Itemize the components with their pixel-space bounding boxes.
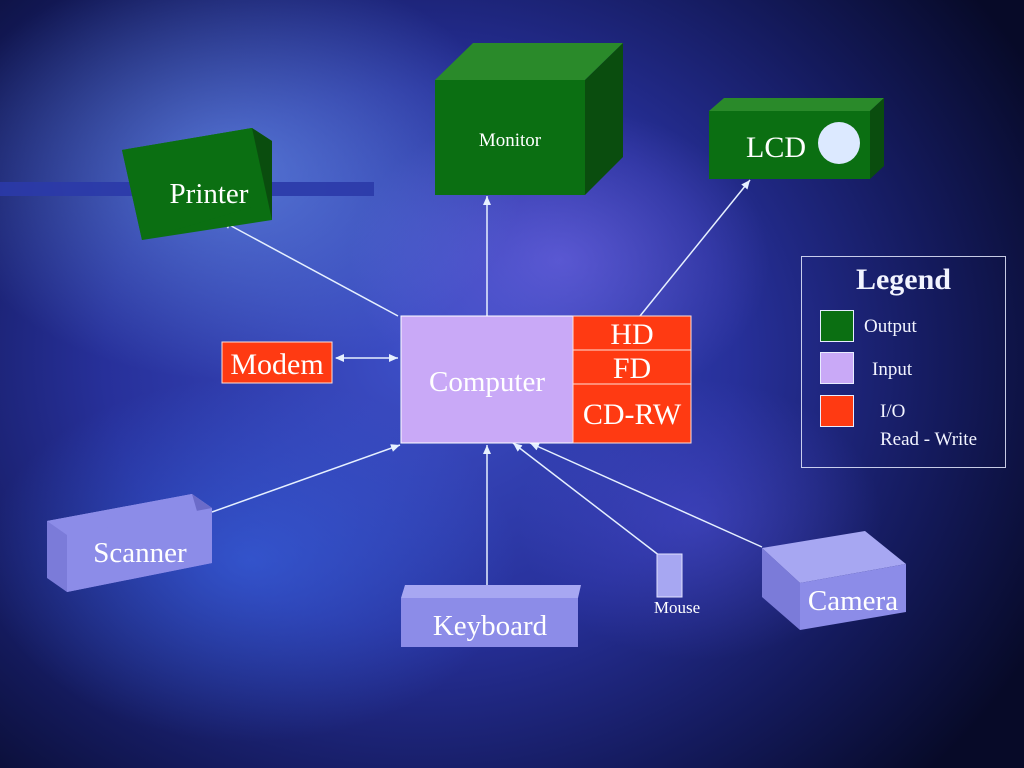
cdrw-label: CD-RW	[583, 398, 682, 431]
arrow-camera-to-computer	[529, 442, 763, 548]
legend-output-swatch	[820, 310, 854, 342]
legend-io-readwrite-label: Read - Write	[880, 429, 978, 450]
arrow-scanner-to-computer	[211, 444, 401, 513]
hd-label: HD	[610, 318, 653, 351]
scanner-box: Scanner	[47, 494, 212, 592]
monitor-label: Monitor	[479, 130, 542, 151]
camera-box: Camera	[762, 531, 906, 630]
fd-drive: FD	[572, 349, 692, 385]
arrow-mouse-to-computer	[512, 442, 661, 557]
lcd-label: LCD	[746, 131, 806, 164]
arrow-computer-to-printer	[221, 220, 399, 317]
printer-box: Printer	[122, 128, 272, 240]
modem-label: Modem	[230, 348, 323, 381]
computer-box: Computer	[400, 315, 574, 444]
printer-label: Printer	[170, 178, 249, 210]
camera-label: Camera	[808, 585, 898, 617]
computer-label: Computer	[429, 366, 545, 398]
mouse-label: Mouse	[654, 598, 700, 617]
lcd-box: LCD	[709, 98, 884, 179]
cdrw-drive: CD-RW	[572, 383, 692, 444]
legend-input-label: Input	[872, 359, 913, 380]
modem-box: Modem	[221, 341, 333, 384]
keyboard-box: Keyboard	[401, 585, 581, 647]
hd-drive: HD	[572, 315, 692, 351]
fd-label: FD	[613, 352, 651, 385]
keyboard-label: Keyboard	[433, 610, 548, 642]
mouse-box: Mouse	[654, 553, 700, 617]
legend-io-label: I/O	[880, 401, 906, 422]
monitor-box: Monitor	[435, 43, 623, 195]
legend-output-label: Output	[864, 316, 917, 337]
legend-input-swatch	[820, 352, 854, 384]
legend-io-swatch	[820, 395, 854, 427]
legend: Legend Output Input I/O Read - Write	[801, 256, 1006, 468]
lcd-indicator-icon	[818, 122, 860, 164]
legend-title: Legend	[855, 263, 951, 296]
arrow-computer-to-lcd	[639, 179, 751, 317]
scanner-label: Scanner	[93, 537, 187, 569]
